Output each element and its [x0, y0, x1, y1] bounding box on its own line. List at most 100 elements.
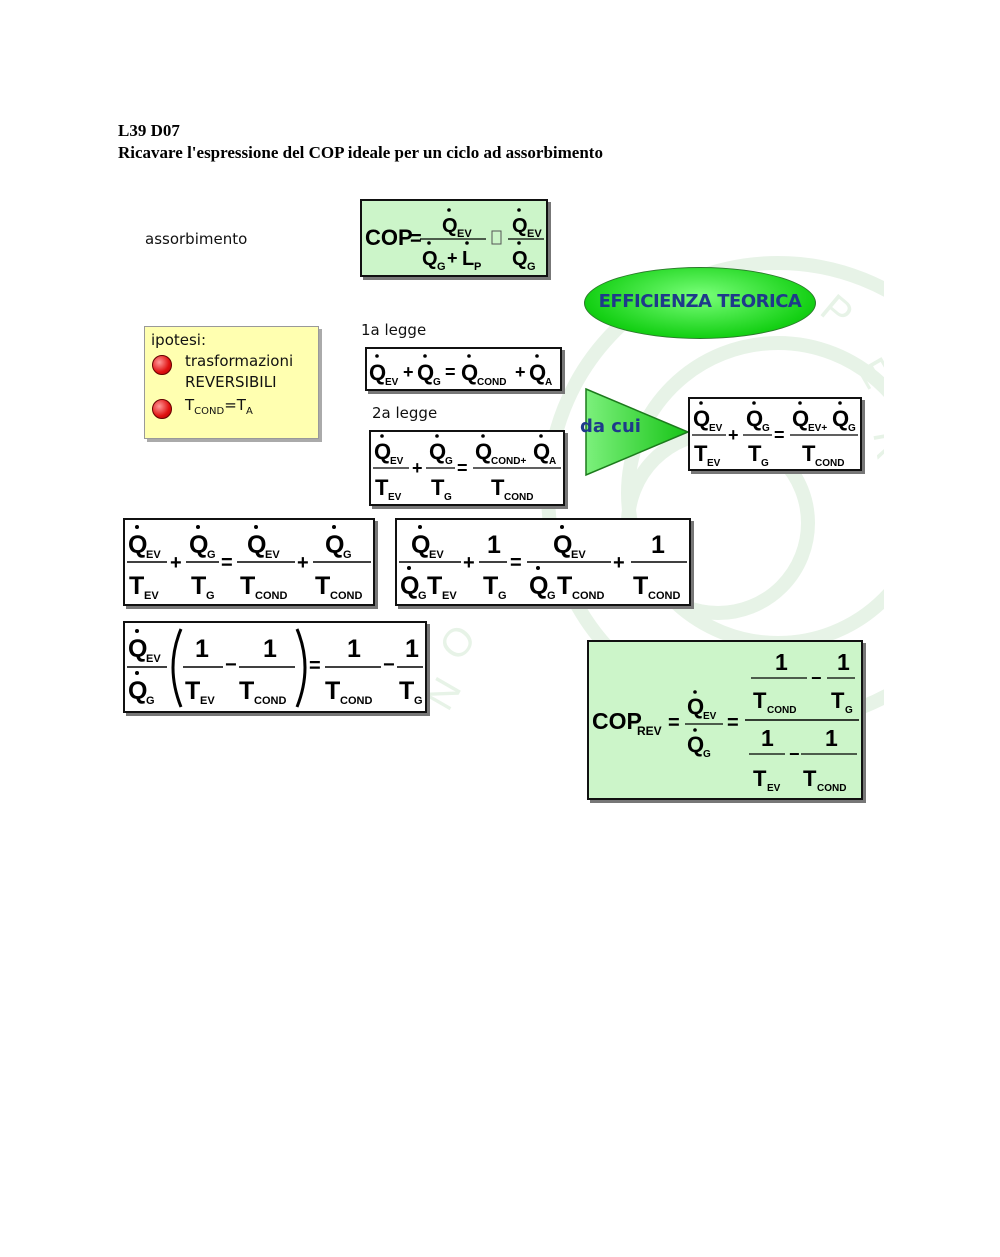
svg-text:=: = [410, 228, 422, 250]
svg-text:Q: Q [325, 531, 344, 559]
svg-text:Q: Q [533, 439, 550, 464]
svg-text:=: = [510, 552, 522, 574]
svg-text:REV: REV [637, 724, 662, 738]
svg-text:COND: COND [504, 492, 533, 503]
svg-text:+: + [515, 362, 526, 382]
svg-text:EV: EV [146, 653, 161, 665]
ipotesi-item2-T: T [185, 396, 195, 414]
svg-text:COND: COND [817, 783, 846, 794]
svg-text:Q: Q [247, 531, 266, 559]
svg-text:EV: EV [390, 456, 404, 467]
svg-text:T: T [803, 766, 817, 791]
svg-text:G: G [433, 377, 441, 388]
svg-text:Q: Q [529, 360, 546, 385]
svg-text:G: G [498, 590, 507, 602]
svg-text:=: = [457, 458, 468, 478]
header-title: Ricavare l'espressione del COP ideale pe… [118, 143, 603, 162]
svg-text:+: + [613, 552, 625, 574]
svg-text:R: R [864, 427, 884, 463]
svg-text:EV: EV [388, 492, 402, 503]
svg-text:1: 1 [487, 531, 501, 559]
ipotesi-box: ipotesi: trasformazioni REVERSIBILI TCON… [144, 326, 319, 439]
svg-text:EV: EV [707, 458, 721, 469]
ipotesi-item1-line1: trasformazioni [185, 352, 294, 370]
svg-text:G: G [761, 458, 769, 469]
svg-text:Q: Q [429, 439, 446, 464]
svg-text:Q: Q [746, 406, 763, 431]
svg-text:T: T [185, 677, 200, 705]
efficienza-teorica-badge: EFFICIENZA TEORICA [584, 267, 816, 339]
svg-text:+: + [297, 552, 309, 574]
svg-text:T: T [753, 766, 767, 791]
ipotesi-item1-line2: REVERSIBILI [185, 373, 277, 391]
svg-text:Q: Q [461, 360, 478, 385]
svg-text:COND: COND [648, 590, 680, 602]
svg-text:+: + [728, 425, 739, 445]
svg-text:EV: EV [146, 549, 161, 561]
svg-text:=: = [668, 712, 680, 734]
svg-text:−: − [383, 654, 395, 676]
svg-text:COND: COND [767, 705, 796, 716]
svg-text:T: T [802, 441, 816, 466]
svg-text:EV: EV [144, 590, 159, 602]
svg-text:Q: Q [442, 215, 458, 237]
ipotesi-item2-sub: COND [194, 406, 225, 417]
svg-text:G: G [848, 423, 856, 434]
svg-text:O: O [431, 617, 485, 669]
svg-text:G: G [703, 749, 711, 760]
svg-text:+: + [403, 362, 414, 382]
svg-text:G: G [845, 705, 853, 716]
svg-text:A: A [545, 377, 552, 388]
svg-text:COND+: COND+ [491, 456, 526, 467]
bullet-red-dot-icon [152, 355, 172, 375]
svg-text:EV: EV [265, 549, 280, 561]
svg-text:EV: EV [709, 423, 723, 434]
svg-text:EV: EV [527, 228, 542, 240]
svg-text:1: 1 [405, 635, 419, 663]
svg-text:Q: Q [417, 360, 434, 385]
svg-text:EV: EV [457, 228, 472, 240]
svg-text:Q: Q [400, 572, 419, 600]
svg-text:Q: Q [128, 531, 147, 559]
svg-text:COND: COND [340, 695, 372, 707]
label-assorbimento: assorbimento [145, 230, 248, 248]
svg-text:EV: EV [200, 695, 215, 707]
svg-text:T: T [129, 572, 144, 600]
svg-text:+: + [412, 458, 423, 478]
ipotesi-item2-sub2: A [245, 406, 253, 417]
svg-text:EV: EV [385, 377, 399, 388]
svg-text:EV: EV [571, 549, 586, 561]
ipotesi-item2: TCOND=TA [185, 396, 253, 417]
svg-text:T: T [191, 572, 206, 600]
svg-text:Q: Q [687, 732, 704, 757]
svg-text:G: G [206, 590, 215, 602]
label-1a-legge: 1a legge [361, 321, 427, 339]
svg-text:G: G [527, 261, 536, 273]
svg-text:Q: Q [374, 439, 391, 464]
svg-text:T: T [375, 475, 389, 500]
svg-text:Q: Q [422, 248, 438, 270]
arrow-triangle-icon [585, 387, 690, 477]
svg-text:+: + [170, 552, 182, 574]
svg-text:COND: COND [255, 590, 287, 602]
svg-text:=: = [774, 425, 785, 445]
svg-text:G: G [414, 695, 423, 707]
svg-text:Q: Q [693, 406, 710, 431]
svg-text:Q: Q [411, 531, 430, 559]
svg-text:G: G [418, 590, 427, 602]
svg-text:−: − [811, 668, 822, 688]
svg-text:EV: EV [442, 590, 457, 602]
svg-text:G: G [437, 261, 446, 273]
svg-text:A: A [549, 456, 556, 467]
svg-text:T: T [753, 688, 767, 713]
svg-text:G: G [343, 549, 352, 561]
